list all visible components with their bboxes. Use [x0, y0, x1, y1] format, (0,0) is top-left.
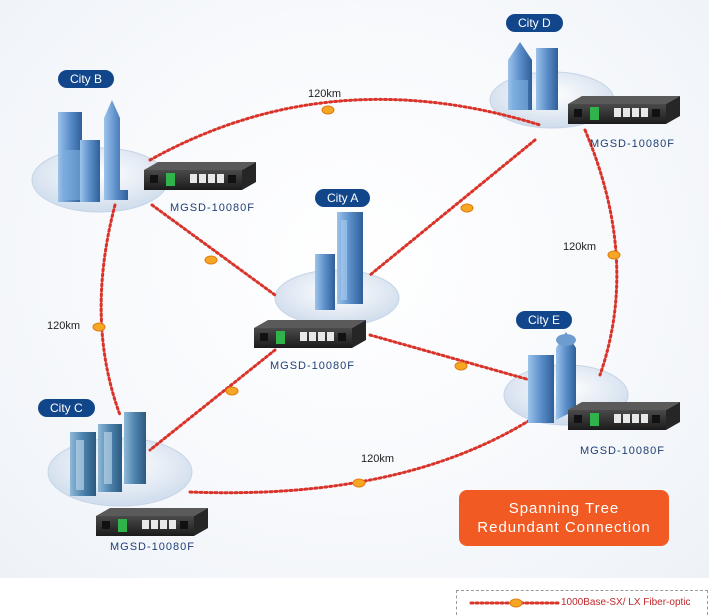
- switch-city-e: [568, 402, 680, 430]
- fiber-connectors: [92, 105, 621, 488]
- city-d-buildings: [508, 42, 558, 110]
- device-label-city-d: MGSD-10080F: [590, 138, 675, 150]
- network-diagram-canvas: City B City D City A City E City C MGSD-…: [0, 0, 709, 578]
- device-label-city-b: MGSD-10080F: [170, 202, 255, 214]
- city-d-label: City D: [506, 14, 563, 32]
- connector-marker: [454, 361, 468, 371]
- city-b-label: City B: [58, 70, 115, 88]
- legend-fiber-swatch: [469, 598, 563, 608]
- connector-marker: [321, 105, 335, 115]
- link-b-d: [148, 97, 542, 162]
- diagram-graphics: [31, 42, 680, 536]
- city-b-buildings: [58, 100, 128, 202]
- distance-label-c-e: 120km: [361, 453, 395, 465]
- distance-label-b-d: 120km: [308, 88, 342, 100]
- switch-city-d: [568, 96, 680, 124]
- link-a-c: [148, 348, 277, 452]
- connector-marker: [460, 203, 474, 213]
- device-label-city-e: MGSD-10080F: [580, 445, 665, 457]
- city-a-buildings: [315, 212, 363, 310]
- connector-marker: [352, 478, 366, 488]
- spanning-tree-callout: Spanning Tree Redundant Connection: [459, 490, 669, 546]
- distance-label-b-c: 120km: [47, 320, 81, 332]
- link-b-c: [99, 203, 122, 417]
- city-c-label: City C: [38, 399, 95, 417]
- connector-marker: [204, 255, 218, 265]
- connector-marker: [92, 322, 106, 332]
- link-a-e: [368, 333, 532, 382]
- distance-label-d-e: 120km: [563, 241, 597, 253]
- switch-city-b: [144, 162, 256, 190]
- legend-box: 1000Base-SX/ LX Fiber-optic: [456, 590, 708, 615]
- legend-fiber-label: 1000Base-SX/ LX Fiber-optic: [561, 597, 691, 608]
- city-a-label: City A: [315, 189, 371, 207]
- city-e-label: City E: [516, 311, 573, 329]
- callout-line-2: Redundant Connection: [477, 519, 651, 536]
- link-b-a: [150, 203, 277, 297]
- switch-city-a: [254, 320, 366, 348]
- device-label-city-c: MGSD-10080F: [110, 541, 195, 553]
- city-e-buildings: [528, 332, 576, 423]
- link-c-e: [188, 418, 532, 495]
- link-d-a: [368, 138, 537, 277]
- connector-marker: [607, 250, 621, 260]
- callout-line-1: Spanning Tree: [508, 500, 620, 517]
- city-c-buildings: [70, 412, 146, 496]
- switch-city-c: [96, 508, 208, 536]
- device-label-city-a: MGSD-10080F: [270, 360, 355, 372]
- connector-marker: [225, 386, 239, 396]
